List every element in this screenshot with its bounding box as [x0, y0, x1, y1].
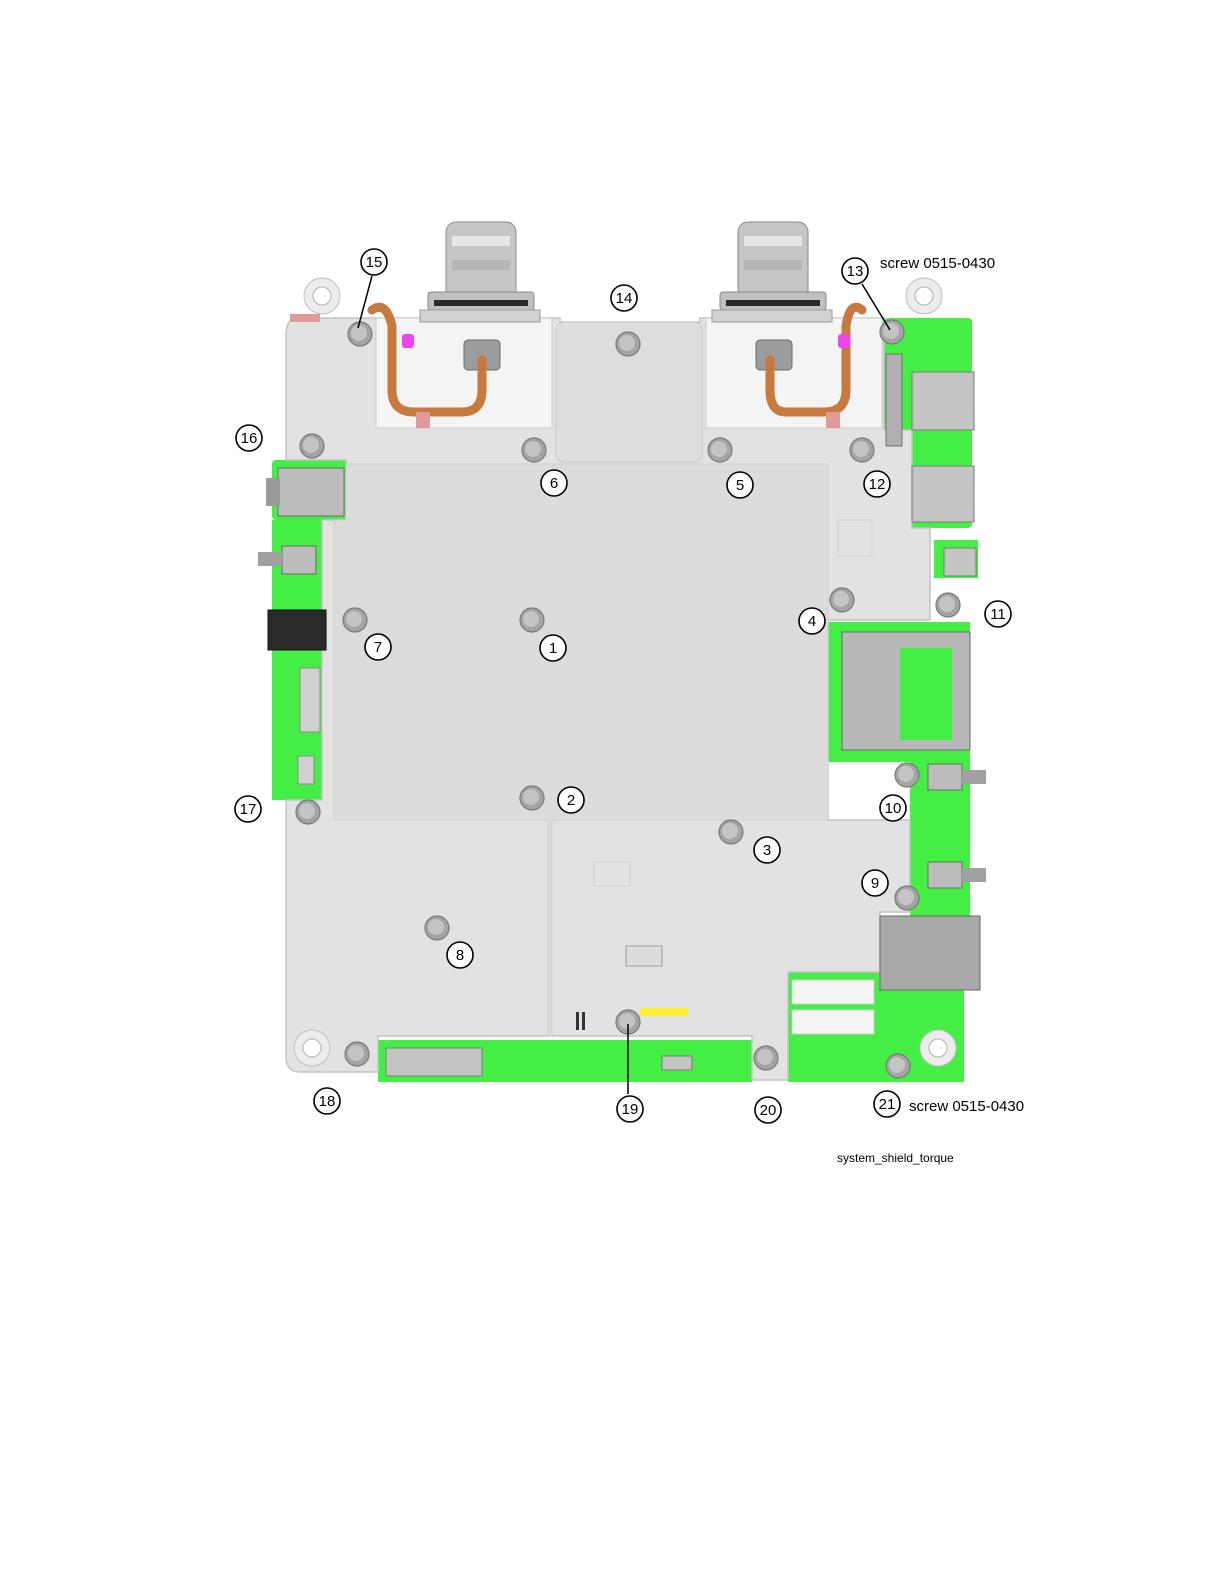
- screw-2: [520, 786, 544, 810]
- screw-10: [895, 763, 919, 787]
- callout-1: 1: [540, 635, 566, 661]
- callout-label: 16: [241, 430, 258, 447]
- screw-4: [830, 588, 854, 612]
- screw-21: [886, 1054, 910, 1078]
- screw-3: [719, 820, 743, 844]
- callout-12: 12: [864, 471, 890, 497]
- screw-18: [345, 1042, 369, 1066]
- callout-label: 3: [763, 842, 771, 859]
- screw-note-bottom: screw 0515-0430: [909, 1098, 1024, 1115]
- callout-20: 20: [755, 1097, 781, 1123]
- screw-12: [850, 438, 874, 462]
- screw-9: [895, 886, 919, 910]
- callout-8: 8: [447, 942, 473, 968]
- screw-17: [296, 800, 320, 824]
- figure-caption: system_shield_torque: [837, 1151, 954, 1165]
- callout-16: 16: [236, 425, 262, 451]
- callout-label: 12: [869, 476, 886, 493]
- callout-6: 6: [541, 470, 567, 496]
- screw-7: [343, 608, 367, 632]
- callout-label: 19: [622, 1101, 639, 1118]
- screw-8: [425, 916, 449, 940]
- callout-label: 6: [550, 475, 558, 492]
- standoff-4: [920, 1030, 956, 1066]
- screw-6: [522, 438, 546, 462]
- callout-19: 19: [617, 1096, 643, 1122]
- callout-label: 4: [808, 613, 816, 630]
- callout-label: 8: [456, 947, 464, 964]
- screw-note-top: screw 0515-0430: [880, 255, 995, 272]
- callout-7: 7: [365, 634, 391, 660]
- screw-16: [300, 434, 324, 458]
- callout-3: 3: [754, 837, 780, 863]
- screw-5: [708, 438, 732, 462]
- callout-label: 1: [549, 640, 557, 657]
- screw-15: [348, 322, 372, 346]
- callout-13: 13: [842, 258, 868, 284]
- callout-9: 9: [862, 870, 888, 896]
- screw-1: [520, 608, 544, 632]
- callout-label: 5: [736, 477, 744, 494]
- callout-label: 15: [366, 254, 383, 271]
- callout-label: 17: [240, 801, 257, 818]
- callout-label: 2: [567, 792, 575, 809]
- callout-14: 14: [611, 285, 637, 311]
- callout-18: 18: [314, 1088, 340, 1114]
- callout-label: 9: [871, 875, 879, 892]
- callout-label: 14: [616, 290, 633, 307]
- callout-21: 21: [874, 1091, 900, 1117]
- callout-label: 10: [885, 800, 902, 817]
- screw-13: [880, 320, 904, 344]
- callout-label: 21: [879, 1096, 896, 1113]
- standoff-3: [294, 1030, 330, 1066]
- callout-label: 11: [990, 606, 1006, 623]
- callout-5: 5: [727, 472, 753, 498]
- callout-10: 10: [880, 795, 906, 821]
- standoff-2: [906, 278, 942, 314]
- screw-20: [754, 1046, 778, 1070]
- callout-label: 20: [760, 1102, 777, 1119]
- standoff-1: [304, 278, 340, 314]
- screw-14: [616, 332, 640, 356]
- callout-17: 17: [235, 796, 261, 822]
- screw-11: [936, 593, 960, 617]
- callout-label: 18: [319, 1093, 336, 1110]
- callout-4: 4: [799, 608, 825, 634]
- callout-label: 13: [847, 263, 864, 280]
- callout-15: 15: [361, 249, 387, 275]
- callout-2: 2: [558, 787, 584, 813]
- callout-label: 7: [374, 639, 382, 656]
- callout-11: 11: [985, 601, 1011, 627]
